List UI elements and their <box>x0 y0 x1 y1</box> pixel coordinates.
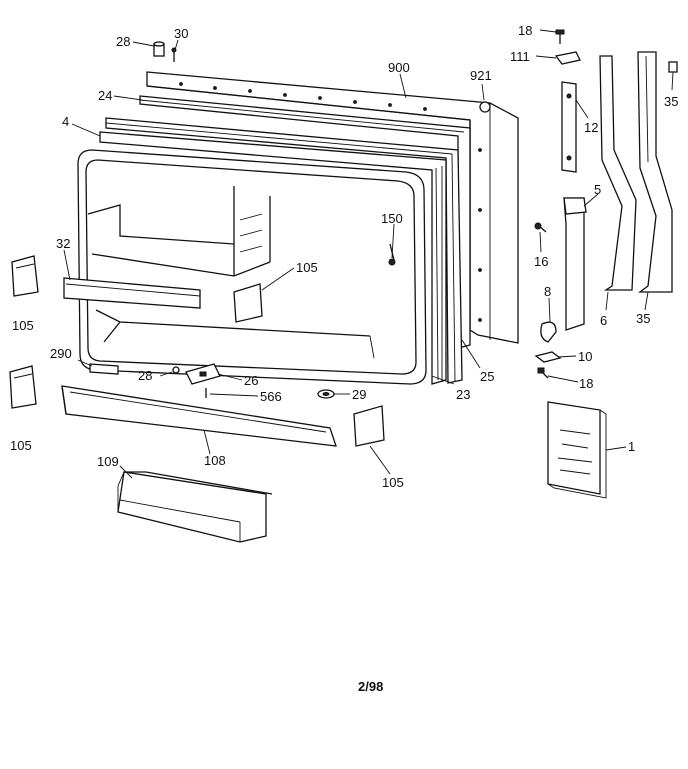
callout-16: 16 <box>534 254 548 269</box>
top-hardware <box>153 41 177 62</box>
callout-30: 30 <box>174 26 188 41</box>
callout-18-bottom: 18 <box>579 376 593 391</box>
callout-5: 5 <box>594 182 601 197</box>
callout-12: 12 <box>584 120 598 135</box>
callout-108: 108 <box>204 453 226 468</box>
callout-6: 6 <box>600 313 607 328</box>
footer-code: 2/98 <box>358 679 383 694</box>
callout-150: 150 <box>381 211 403 226</box>
gasket-strips <box>99 95 471 385</box>
callout-28-bottom: 28 <box>138 368 152 383</box>
callout-32: 32 <box>56 236 70 251</box>
callout-24: 24 <box>98 88 112 103</box>
callout-1: 1 <box>628 439 635 454</box>
owners-manual <box>547 401 607 499</box>
callout-35-top: 35 <box>664 94 678 109</box>
door-liner <box>77 149 427 385</box>
callout-10: 10 <box>578 349 592 364</box>
callout-109: 109 <box>97 454 119 469</box>
shelf-end-caps <box>9 255 385 447</box>
callout-29: 29 <box>352 387 366 402</box>
callout-105-left-top: 105 <box>12 318 34 333</box>
callout-111: 111 <box>510 49 530 64</box>
hinge-parts <box>534 29 587 379</box>
callout-25: 25 <box>480 369 494 384</box>
callout-105-right-bottom: 105 <box>382 475 404 490</box>
callout-900: 900 <box>388 60 410 75</box>
callout-labels: 28 30 900 921 24 4 18 111 35 12 5 16 8 6… <box>10 23 678 490</box>
callout-8: 8 <box>544 284 551 299</box>
callout-105-center: 105 <box>296 260 318 275</box>
small-parts <box>89 243 396 399</box>
leader-lines <box>63 29 674 479</box>
callout-23: 23 <box>456 387 470 402</box>
door-shelf-lower <box>61 385 337 447</box>
callout-4: 4 <box>62 114 69 129</box>
callout-35-bottom: 35 <box>636 311 650 326</box>
callout-28-top: 28 <box>116 34 130 49</box>
callout-566: 566 <box>260 389 282 404</box>
door-handles <box>599 51 678 293</box>
door-shelf-upper <box>63 277 201 309</box>
door-bin <box>117 471 273 543</box>
callout-18-top: 18 <box>518 23 532 38</box>
callout-290: 290 <box>50 346 72 361</box>
callout-26: 26 <box>244 373 258 388</box>
callout-105-left-bottom: 105 <box>10 438 32 453</box>
callout-921: 921 <box>470 68 492 83</box>
